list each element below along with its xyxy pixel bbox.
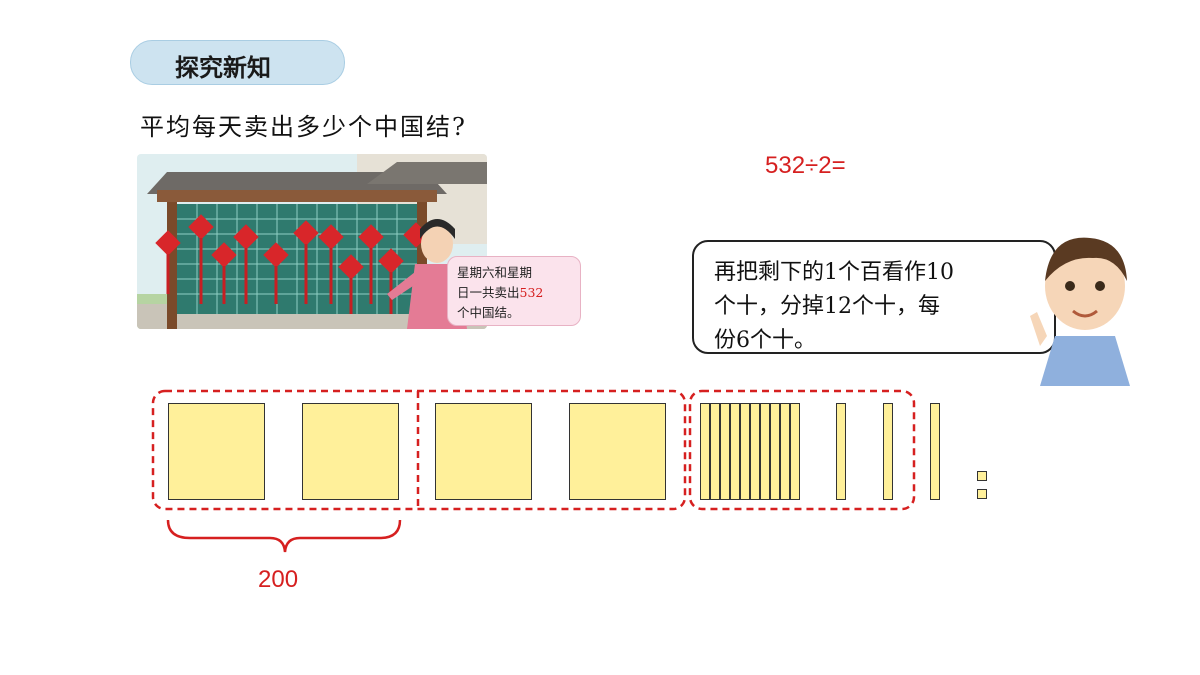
speech-line3: 份6个十。: [714, 328, 816, 353]
ten-rod: [790, 403, 800, 500]
boy-illustration: [1015, 226, 1135, 386]
hundred-block: [302, 403, 399, 500]
chinese-knot-stall-illustration: [137, 154, 487, 329]
speech-line1: 再把剩下的1个百看作10: [714, 260, 954, 285]
scene-bubble-number: 532: [519, 285, 544, 300]
ten-rod: [883, 403, 893, 500]
ten-rod: [760, 403, 770, 500]
scene-bubble-line2-text: 日一共卖出: [457, 285, 520, 300]
scene-bubble-line1: 星期六和星期: [457, 265, 533, 280]
ten-rod: [740, 403, 750, 500]
ten-rod: [836, 403, 846, 500]
ten-rod: [930, 403, 940, 500]
equation-text: 532÷2=: [765, 152, 846, 179]
brace-label: 200: [258, 566, 299, 593]
one-cube: [977, 489, 987, 499]
hundred-block: [435, 403, 532, 500]
scene-speech-bubble: 星期六和星期 日一共卖出532 个中国结。: [447, 256, 581, 326]
question-text: 平均每天卖出多少个中国结?: [140, 113, 467, 141]
one-cube: [977, 471, 987, 481]
section-tag: 探究新知: [130, 40, 345, 85]
ten-rod: [750, 403, 760, 500]
hundred-block: [569, 403, 666, 500]
hundred-block: [168, 403, 265, 500]
ten-rod: [700, 403, 710, 500]
ten-rod: [710, 403, 720, 500]
group-tens-dashed-box: [688, 389, 916, 511]
speech-bubble: 再把剩下的1个百看作10 个十，分掉12个十，每 份6个十。: [692, 240, 1056, 354]
ten-rod: [720, 403, 730, 500]
ten-rod: [770, 403, 780, 500]
ten-rod: [730, 403, 740, 500]
brace-shape: [166, 519, 402, 553]
speech-line2: 个十，分掉12个十，每: [714, 294, 940, 319]
section-tag-label: 探究新知: [175, 54, 271, 82]
scene-bubble-line3: 个中国结。: [457, 305, 520, 320]
ten-rod: [780, 403, 790, 500]
scene-bubble-line2: 日一共卖出532: [457, 282, 543, 301]
